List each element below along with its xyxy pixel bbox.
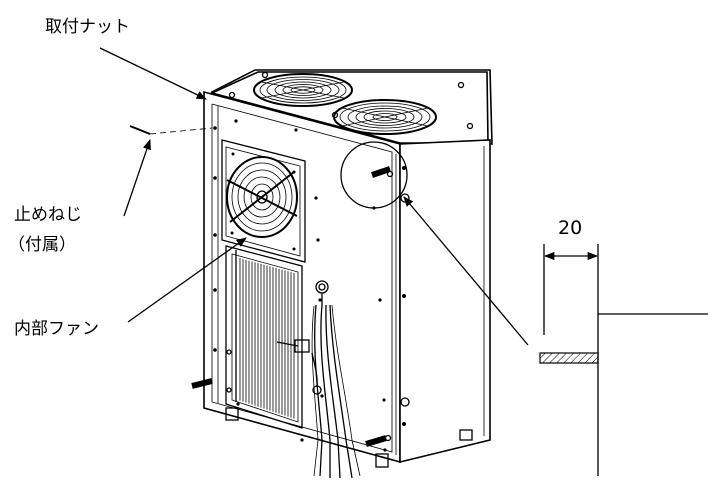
rivets [213, 119, 410, 452]
unit-top-face-outline [209, 71, 489, 144]
foot-left [225, 407, 239, 421]
unit-right-face [399, 139, 491, 464]
leader-detail [403, 196, 529, 346]
label-set-screw-accessory: （付属） [8, 235, 76, 255]
set-screw-bottom-right [365, 435, 387, 447]
set-screw-top-right [371, 166, 391, 178]
screw-section [539, 352, 599, 364]
heat-exchanger [225, 245, 310, 429]
set-screw-left-lower [191, 378, 213, 389]
label-dimension: 20 [558, 217, 582, 239]
top-fan-2 [333, 99, 437, 135]
foot-right [459, 429, 473, 441]
foot-front [375, 453, 389, 468]
detail-view [539, 244, 708, 476]
detail-circle [340, 141, 408, 209]
label-set-screw: 止めねじ [14, 205, 82, 225]
leader-set-screw [123, 139, 151, 217]
set-screw-left-upper [129, 125, 213, 135]
leader-internal-fan [127, 237, 247, 323]
internal-fan-assembly [221, 139, 306, 263]
top-fan-1 [253, 73, 353, 107]
label-internal-fan: 内部ファン [14, 319, 99, 339]
label-mounting-nut: 取付ナット [45, 17, 130, 37]
power-cables [311, 280, 361, 479]
leader-mounting-nut [99, 47, 207, 100]
